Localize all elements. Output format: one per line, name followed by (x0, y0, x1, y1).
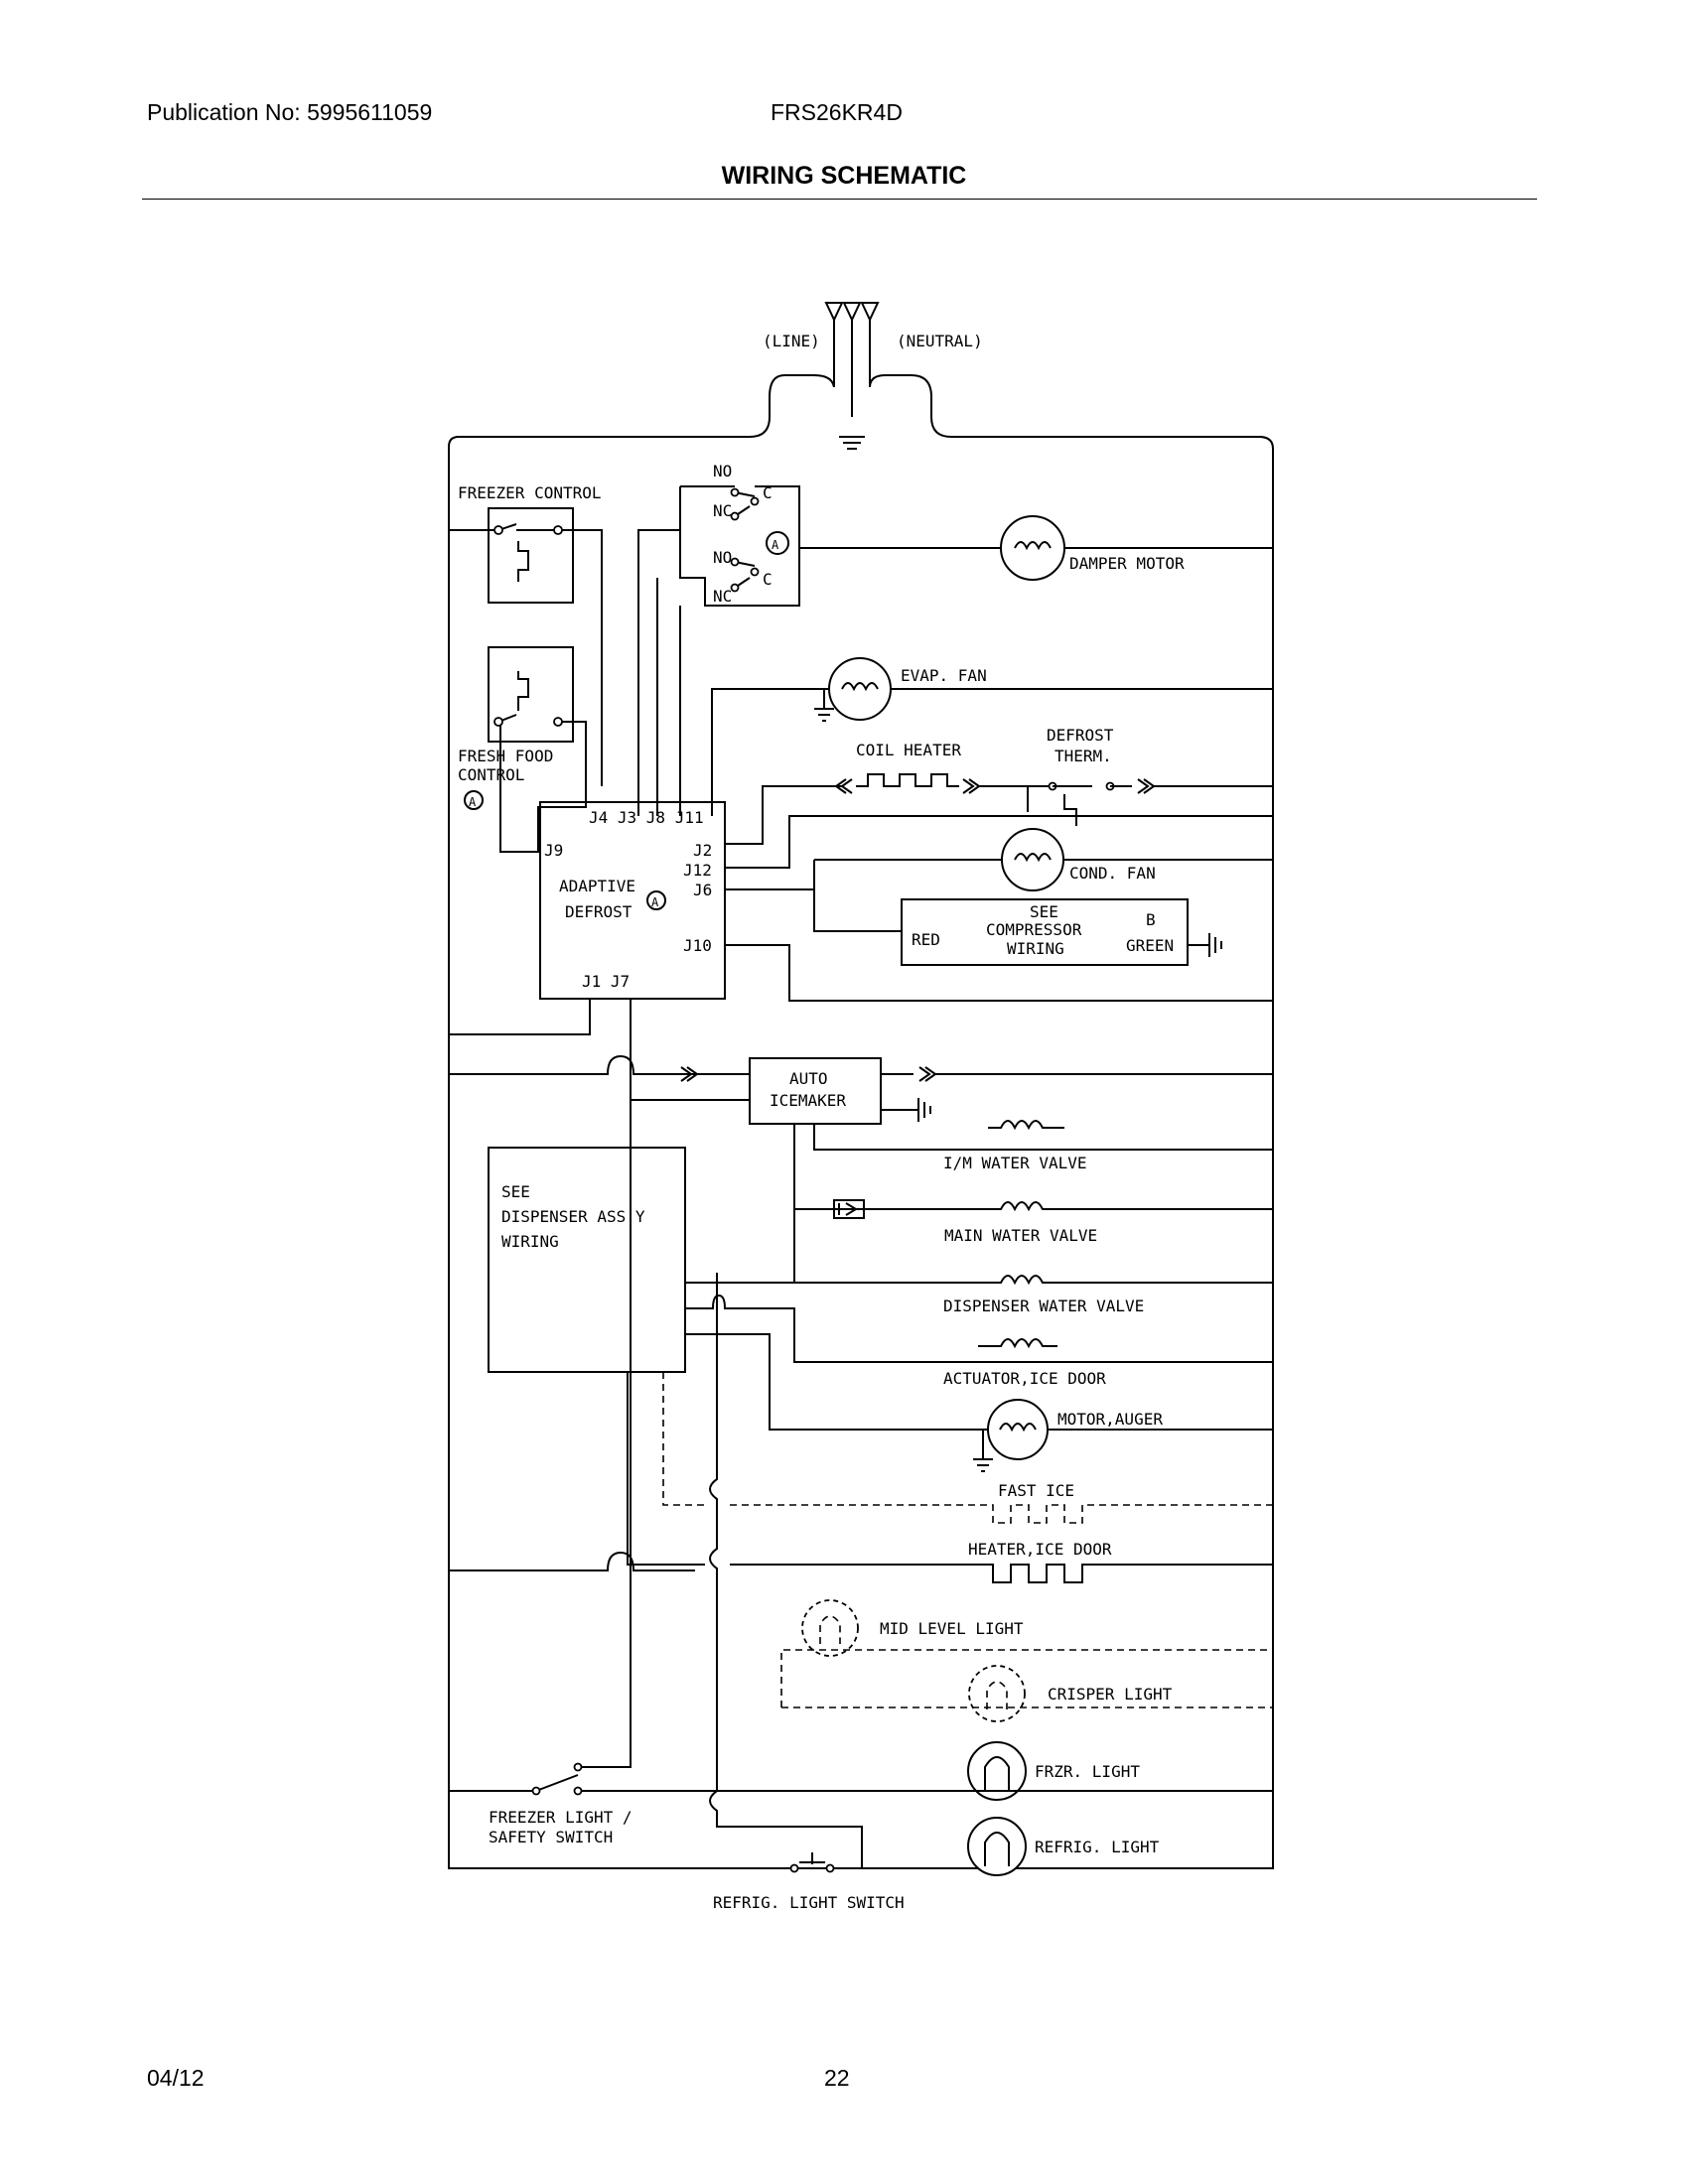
svg-text:WIRING: WIRING (1007, 939, 1064, 958)
evap-fan-label: EVAP. FAN (901, 666, 987, 685)
svg-text:WIRING: WIRING (501, 1232, 559, 1251)
svg-text:NC: NC (713, 587, 732, 606)
svg-text:NO: NO (713, 548, 732, 567)
frzr-light-label: FRZR. LIGHT (1035, 1762, 1140, 1781)
defrost-therm-label-2: THERM. (1055, 747, 1112, 765)
damper-relay-switch (637, 485, 1003, 816)
svg-text:C: C (763, 570, 773, 589)
freezer-control-label: FREEZER CONTROL (458, 483, 602, 502)
crisper-light-label: CRISPER LIGHT (1048, 1685, 1173, 1704)
im-water-valve-label: I/M WATER VALVE (943, 1154, 1087, 1172)
svg-text:A: A (651, 895, 659, 909)
coil-heater-label: COIL HEATER (856, 741, 961, 759)
svg-text:J6: J6 (693, 881, 712, 899)
refrig-light-label: REFRIG. LIGHT (1035, 1838, 1160, 1856)
svg-text:A: A (772, 538, 779, 552)
model-number: FRS26KR4D (771, 99, 903, 125)
evap-fan-symbol (711, 657, 1273, 816)
svg-text:SEE: SEE (501, 1182, 530, 1201)
adaptive-defrost-label-1: ADAPTIVE (559, 877, 635, 895)
motor-auger-symbol (973, 1399, 1273, 1472)
compressor-label: COMPRESSOR (986, 920, 1082, 939)
mid-level-light-label: MID LEVEL LIGHT (880, 1619, 1024, 1638)
compressor-wiring-box (901, 898, 1189, 966)
svg-text:J12: J12 (683, 861, 712, 880)
freezer-light-safety-switch (449, 1100, 632, 1796)
svg-text:RED: RED (912, 930, 940, 949)
freezer-light-switch-label-1: FREEZER LIGHT / (489, 1808, 633, 1827)
adaptive-defrost-pins-top: J4 J3 J8 J11 (589, 808, 704, 827)
crisper-light-symbol (968, 1665, 1026, 1722)
svg-text:NC: NC (713, 501, 732, 520)
cond-fan-label: COND. FAN (1069, 864, 1156, 883)
page-title: WIRING SCHEMATIC (721, 162, 967, 190)
fresh-food-control-box (488, 646, 574, 743)
dispenser-water-valve-label: DISPENSER WATER VALVE (943, 1297, 1144, 1315)
header-rule (142, 199, 1537, 200)
valve-coils (685, 1120, 1273, 1349)
footer-page-number: 22 (824, 2065, 850, 2091)
adaptive-defrost-pins-bottom: J1 J7 (582, 972, 630, 991)
svg-text:B: B (1146, 910, 1156, 929)
damper-motor-label: DAMPER MOTOR (1069, 554, 1185, 573)
neutral-label: (NEUTRAL) (897, 332, 983, 350)
svg-text:A: A (469, 795, 477, 809)
motor-auger-label: MOTOR,AUGER (1057, 1410, 1163, 1429)
freezer-control-box (488, 507, 574, 604)
freezer-light-switch-label-2: SAFETY SWITCH (489, 1828, 613, 1846)
mid-level-light-symbol (801, 1599, 859, 1657)
main-water-valve-label: MAIN WATER VALVE (944, 1226, 1097, 1245)
line-label: (LINE) (763, 332, 820, 350)
actuator-ice-door-label: ACTUATOR,ICE DOOR (943, 1369, 1106, 1388)
svg-text:C: C (763, 483, 773, 502)
icemaker-label-1: AUTO (789, 1069, 828, 1088)
refrig-light-symbol (967, 1817, 1027, 1876)
adaptive-defrost-board (539, 801, 726, 1000)
icemaker-label-2: ICEMAKER (770, 1091, 846, 1110)
svg-text:J9: J9 (544, 841, 563, 860)
fast-ice-label: FAST ICE (998, 1481, 1074, 1500)
svg-text:GREEN: GREEN (1126, 936, 1174, 955)
heater-ice-door-label: HEATER,ICE DOOR (968, 1540, 1112, 1559)
svg-text:J2: J2 (693, 841, 712, 860)
defrost-therm-label-1: DEFROST (1047, 726, 1114, 745)
dispenser-assy-label: DISPENSER ASS'Y (501, 1207, 645, 1226)
adaptive-defrost-label-2: DEFROST (565, 902, 633, 921)
dispenser-assy-box (488, 1147, 686, 1373)
frzr-light-symbol (631, 1741, 1273, 1801)
cond-fan-symbol (813, 828, 1273, 932)
refrig-light-switch-label: REFRIG. LIGHT SWITCH (713, 1893, 905, 1912)
footer-date: 04/12 (147, 2065, 205, 2091)
refrig-light-switch (789, 1852, 835, 1873)
coil-heater-symbol (725, 773, 1273, 845)
fresh-food-control-label-2: CONTROL (458, 765, 524, 784)
svg-text:J10: J10 (683, 936, 712, 955)
fresh-food-control-label-1: FRESH FOOD (458, 747, 553, 765)
publication-number: Publication No: 5995611059 (147, 99, 433, 125)
svg-text:NO: NO (713, 462, 732, 480)
svg-text:SEE: SEE (1030, 902, 1058, 921)
damper-motor-symbol (1000, 515, 1273, 581)
